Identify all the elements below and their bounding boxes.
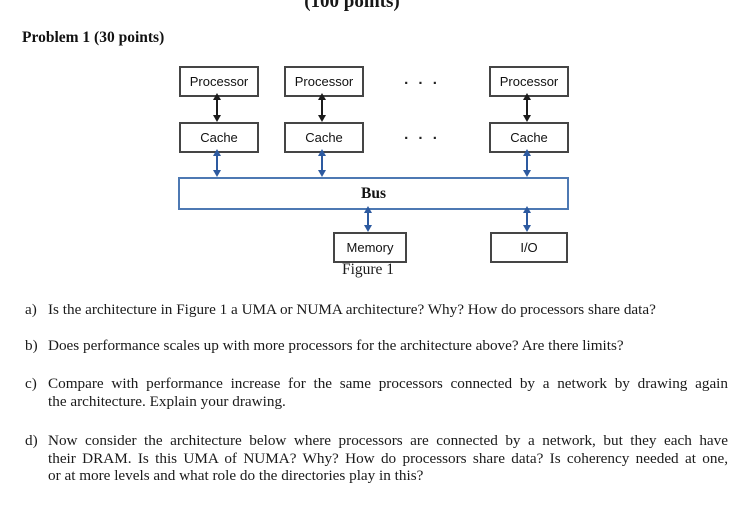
question-d: d) Now consider the architecture below w… bbox=[25, 432, 728, 485]
bus-box: Bus bbox=[178, 177, 569, 210]
processor-box-3: Processor bbox=[489, 66, 569, 97]
question-c-text: Compare with performance increase for th… bbox=[48, 375, 728, 410]
question-c: c) Compare with performance increase for… bbox=[25, 375, 728, 410]
question-a-line-1: Is the architecture in Figure 1 a UMA or… bbox=[48, 301, 656, 318]
processor-box-1: Processor bbox=[179, 66, 259, 97]
questions-list: a) Is the architecture in Figure 1 a UMA… bbox=[25, 301, 728, 485]
question-c-line-1: Compare with performance increase for th… bbox=[48, 375, 728, 392]
question-b: b) Does performance scales up with more … bbox=[25, 337, 728, 355]
problem-title: Problem 1 (30 points) bbox=[22, 29, 165, 46]
cache-box-2: Cache bbox=[284, 122, 364, 153]
cache-bus-arrow-icon-1 bbox=[213, 149, 221, 177]
processor-cache-arrow-icon-2 bbox=[318, 93, 326, 122]
ellipsis-dots-processors: . . . bbox=[404, 71, 440, 88]
bus-io-arrow-icon bbox=[523, 206, 531, 232]
question-b-line-1: Does performance scales up with more pro… bbox=[48, 336, 624, 354]
cache-box-1: Cache bbox=[179, 122, 259, 153]
processor-cache-arrow-icon-1 bbox=[213, 93, 221, 122]
question-c-line-2: the architecture. Explain your drawing. bbox=[48, 392, 286, 410]
question-d-line-3: or at more levels and what role do the d… bbox=[48, 467, 424, 484]
question-a-text: Is the architecture in Figure 1 a UMA or… bbox=[48, 301, 728, 319]
processor-cache-arrow-icon-3 bbox=[523, 93, 531, 122]
question-d-line-2: their DRAM. Is this UMA of NUMA? Why? Ho… bbox=[48, 449, 728, 467]
question-d-line-1: Now consider the architecture below wher… bbox=[48, 432, 728, 449]
question-b-marker: b) bbox=[25, 336, 38, 354]
question-a: a) Is the architecture in Figure 1 a UMA… bbox=[25, 301, 728, 319]
io-box: I/O bbox=[490, 232, 568, 263]
figure-caption: Figure 1 bbox=[341, 261, 395, 278]
question-c-marker: c) bbox=[25, 375, 37, 392]
memory-box: Memory bbox=[333, 232, 407, 263]
question-b-text: Does performance scales up with more pro… bbox=[48, 337, 728, 355]
figure-1-diagram: Processor Processor . . . Processor Cach… bbox=[178, 66, 569, 278]
question-a-marker: a) bbox=[25, 301, 37, 318]
header-points: (100 points) bbox=[304, 0, 400, 12]
cache-bus-arrow-icon-3 bbox=[523, 149, 531, 177]
cache-bus-arrow-icon-2 bbox=[318, 149, 326, 177]
question-d-text: Now consider the architecture below wher… bbox=[48, 432, 728, 485]
ellipsis-dots-caches: . . . bbox=[404, 126, 440, 143]
question-d-marker: d) bbox=[25, 432, 38, 449]
bus-memory-arrow-icon bbox=[364, 206, 372, 232]
